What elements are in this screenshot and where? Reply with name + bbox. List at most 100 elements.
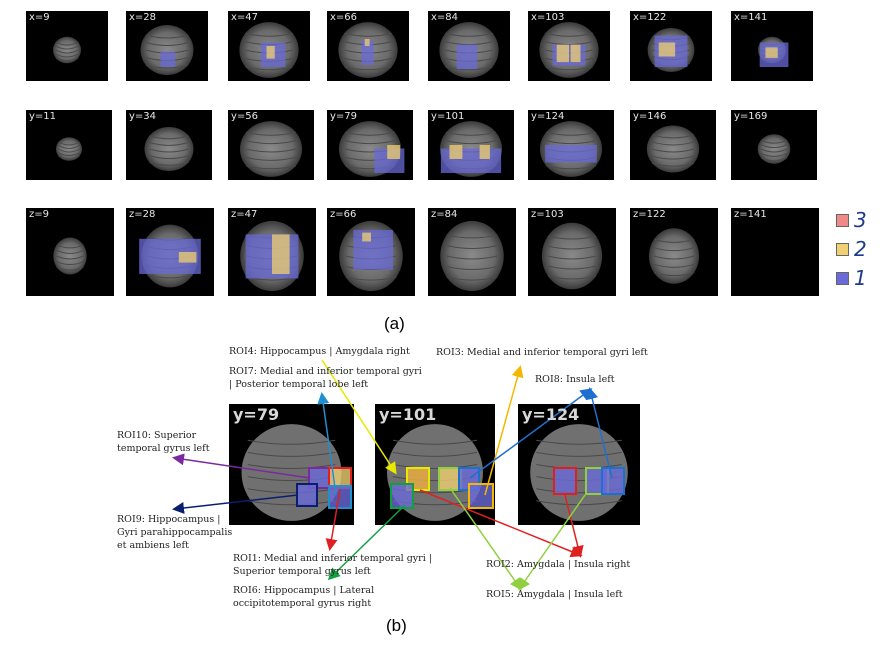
brain-tissue <box>52 36 82 64</box>
slice-label: z=84 <box>431 209 458 220</box>
roi-slice-y101: y=101 <box>375 404 495 525</box>
roi-overlay <box>765 47 778 58</box>
brain-sulcus <box>545 66 593 71</box>
slice-tile: y=34 <box>126 110 212 180</box>
brain-sulcus <box>546 165 596 170</box>
brain-sulcus <box>446 131 496 136</box>
roi-overlay <box>658 42 676 57</box>
roi-overlay <box>353 230 393 270</box>
annotation-roi1: ROI1: Medial and inferior temporal gyri … <box>233 553 432 577</box>
roi-overlay <box>362 232 371 242</box>
brain-slice-image <box>541 222 603 290</box>
brain-slice-image <box>648 228 700 284</box>
slice-label: x=84 <box>431 12 459 23</box>
legend-label-3: 3 <box>854 208 867 232</box>
slice-label: x=47 <box>231 12 259 23</box>
roi-fill <box>469 484 493 508</box>
brain-slice-image <box>239 121 303 177</box>
slice-tile: x=28 <box>126 11 208 81</box>
slice-tile: y=11 <box>26 110 112 180</box>
slice-label: x=141 <box>734 12 768 23</box>
legend-label-2: 2 <box>854 237 867 261</box>
brain-sulcus <box>653 238 695 243</box>
roi-overlay <box>387 145 401 159</box>
slice-tile: z=122 <box>630 208 718 296</box>
slice-tile: x=84 <box>428 11 510 81</box>
roi-overlay <box>160 51 176 67</box>
slice-tile: z=84 <box>428 208 516 296</box>
slice-tile: z=103 <box>528 208 616 296</box>
brain-sulcus <box>149 161 189 166</box>
annotation-roi9: ROI9: Hippocampus | Gyri parahippocampal… <box>117 514 233 551</box>
brain-sulcus <box>246 156 296 161</box>
brain-sulcus <box>55 53 79 58</box>
legend-item-3: 3 <box>834 208 879 232</box>
brain-sulcus <box>56 249 84 254</box>
brain-sulcus <box>56 255 84 260</box>
slice-label-y79: y=79 <box>233 405 280 424</box>
brain-tissue <box>144 126 194 172</box>
brain-sulcus <box>345 140 395 145</box>
brain-sulcus <box>392 439 478 445</box>
brain-slice-image <box>338 121 405 177</box>
slice-label: z=9 <box>29 209 49 220</box>
brain-tissue <box>646 125 700 173</box>
brain-sulcus <box>246 131 296 136</box>
brain-sulcus <box>145 64 189 69</box>
slice-label: y=101 <box>431 111 465 122</box>
brain-sulcus <box>145 34 189 39</box>
brain-sulcus <box>56 261 84 266</box>
slice-tile: y=101 <box>428 110 514 180</box>
brain-slice-image <box>144 126 194 172</box>
brain-sulcus <box>547 275 597 280</box>
brain-sulcus <box>651 155 695 160</box>
brain-sulcus <box>58 145 80 149</box>
brain-sulcus <box>55 45 79 50</box>
slice-tile: x=47 <box>228 11 310 81</box>
brain-slice-image <box>539 121 603 177</box>
annotation-roi8: ROI8: Insula left <box>535 374 615 385</box>
brain-sulcus <box>547 255 597 260</box>
slice-tile: z=9 <box>26 208 114 296</box>
brain-tissue <box>440 220 504 292</box>
annotation-roi10: ROI10: Superior temporal gyrus left <box>117 430 210 454</box>
roi-slice-y79: y=79 <box>229 404 354 525</box>
annotation-roi5: ROI5: Amygdala | Insula left <box>486 589 623 600</box>
brain-slice-image <box>439 121 503 177</box>
brain-sulcus <box>345 131 395 136</box>
slice-tile: z=28 <box>126 208 214 296</box>
annotation-roi4: ROI4: Hippocampus | Amygdala right <box>229 346 410 357</box>
brain-sulcus <box>651 162 695 167</box>
slice-label: z=103 <box>531 209 564 220</box>
slice-label: z=66 <box>330 209 357 220</box>
annotation-roi2: ROI2: Amygdala | Insula right <box>486 559 631 570</box>
brain-slice-image <box>439 22 499 78</box>
brain-sulcus <box>760 157 788 162</box>
brain-sulcus <box>547 245 597 250</box>
roi-overlay <box>545 145 597 163</box>
slice-label: y=169 <box>734 111 768 122</box>
brain-sulcus <box>56 266 84 271</box>
roi4-box <box>406 467 430 491</box>
slice-tile: y=169 <box>731 110 817 180</box>
roi-fill <box>554 468 576 494</box>
slice-label: y=56 <box>231 111 259 122</box>
brain-slice-image <box>731 208 819 296</box>
roi-overlay <box>479 145 490 159</box>
brain-sulcus <box>545 32 593 37</box>
brain-slice-image <box>647 27 695 73</box>
brain-sulcus <box>344 32 392 37</box>
brain-sulcus <box>546 131 596 136</box>
brain-sulcus <box>651 148 695 153</box>
brain-sulcus <box>245 66 293 71</box>
slice-label: z=28 <box>129 209 156 220</box>
brain-tissue <box>53 237 87 275</box>
brain-slice-image <box>239 22 299 78</box>
caption-b: (b) <box>386 616 407 635</box>
brain-sulcus <box>547 265 597 270</box>
slice-label: y=34 <box>129 111 157 122</box>
brain-slice-image <box>757 134 791 164</box>
roi-fill <box>391 484 413 508</box>
roi-overlay <box>570 44 581 63</box>
slice-label: y=79 <box>330 111 358 122</box>
